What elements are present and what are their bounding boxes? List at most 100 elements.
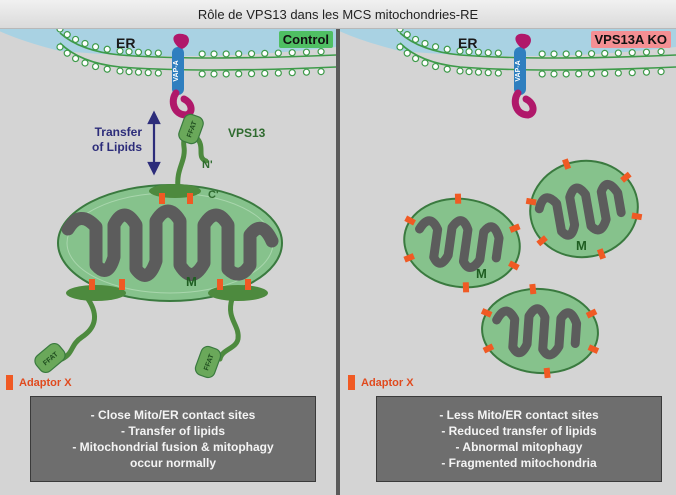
adaptor-x-marks (89, 193, 251, 290)
adaptor-x-mark (529, 283, 537, 295)
adaptor-x-mark (245, 279, 251, 290)
lipid-head (642, 68, 651, 76)
lipid-head (56, 29, 64, 33)
lipid-head (575, 50, 583, 58)
er-label: ER (116, 35, 136, 51)
lipid-head (71, 35, 80, 44)
adaptor-x-mark (525, 197, 537, 206)
lipid-head (274, 69, 282, 77)
lipid-head (403, 49, 411, 57)
window-title: Rôle de VPS13 dans les MCS mitochondries… (197, 6, 479, 22)
vapa-label: VAP-A (515, 60, 522, 81)
adaptor-x-mark (404, 215, 416, 226)
adaptor-x-mark (509, 223, 521, 233)
lipid-head (261, 49, 269, 58)
cristae (492, 304, 582, 360)
mitochondrion-label: M (476, 266, 487, 281)
lipid-head (614, 69, 622, 77)
lipid-head (288, 69, 296, 77)
lipid-head (575, 70, 583, 78)
lipid-head (538, 70, 546, 78)
mitochondrion-label: M (186, 274, 197, 289)
lipid-head (63, 49, 71, 57)
c-terminus-label: C' (208, 189, 219, 201)
summary-line: - Close Mito/ER contact sites (90, 408, 256, 422)
lipid-head (63, 31, 71, 39)
vps13-chain-bottom-right (217, 296, 241, 362)
adaptor-x-mark (508, 260, 520, 271)
adaptor-legend: Adaptor X (348, 375, 414, 390)
vps13-chain-bottom-left (59, 296, 98, 362)
lipid-head (421, 59, 429, 67)
mitochondrion-label: M (576, 238, 587, 253)
lipid-head (134, 48, 143, 56)
adaptor-swatch (6, 375, 13, 390)
lipid-head (91, 43, 100, 51)
vapa-protein: VAP-A (169, 33, 195, 119)
lipid-head (628, 69, 636, 77)
panel-divider (336, 29, 340, 495)
summary-line: - Mitochondrial fusion & mitophagy (72, 440, 274, 454)
summary-box: - Close Mito/ER contact sites - Transfer… (30, 396, 316, 482)
vps13-contact-bottom-left (66, 285, 126, 301)
mitochondrion (57, 184, 283, 302)
summary-line: - Fragmented mitochondria (441, 456, 597, 470)
lipid-head (657, 48, 665, 56)
lipid-head (81, 59, 89, 67)
lipid-head (144, 69, 152, 77)
cristae (61, 204, 279, 282)
lipid-head (247, 50, 256, 58)
mitochondrion-fragment (480, 283, 600, 379)
lipid-head (587, 70, 596, 78)
lipid-head (198, 50, 206, 58)
lipid-head (431, 43, 440, 51)
window-title-bar: Rôle de VPS13 dans les MCS mitochondries… (0, 0, 676, 29)
lipid-head (317, 48, 325, 56)
n-terminus-label: N' (202, 159, 213, 171)
adaptor-x-mark (480, 308, 493, 318)
adaptor-x-mark (119, 279, 125, 290)
er-label: ER (458, 35, 478, 51)
lipid-head (274, 49, 282, 57)
lipid-head (81, 39, 89, 48)
transfer-label: Transfer of Lipids (92, 125, 142, 155)
adaptor-x-mark (631, 212, 643, 221)
lipid-head (154, 69, 162, 77)
lipid-head (538, 50, 546, 58)
lipid-head (71, 54, 80, 63)
adaptor-x-mark (217, 279, 223, 290)
mitochondrion-fragment (403, 193, 521, 293)
adaptor-x-mark (454, 193, 462, 204)
vps13-contact-top (149, 184, 201, 198)
lipid-head (103, 45, 111, 53)
lipid-transfer-arrow (147, 110, 161, 176)
control-diagram: VAP-A FFAT FFAT (0, 29, 336, 379)
adaptor-x-mark (482, 343, 495, 354)
lipid-head (443, 45, 451, 53)
lipid-head (261, 69, 269, 78)
lipid-head (134, 68, 143, 76)
lipid-head (154, 49, 162, 57)
transfer-label-line2: of Lipids (92, 140, 142, 154)
lipid-head (411, 54, 420, 63)
adaptor-x-mark (159, 193, 165, 204)
mitochondrion-fragment (525, 158, 643, 260)
lipid-head (288, 49, 296, 57)
adaptor-legend-label: Adaptor X (361, 376, 414, 389)
lipid-head (210, 50, 218, 58)
transfer-label-line1: Transfer (94, 125, 142, 139)
lipid-head (474, 68, 483, 76)
summary-box: - Less Mito/ER contact sites - Reduced t… (376, 396, 662, 482)
lipid-head (550, 70, 558, 78)
adaptor-x-mark (403, 253, 415, 263)
lipid-head (56, 43, 64, 51)
adaptor-x-mark (562, 158, 572, 170)
cristae (415, 216, 504, 272)
lipid-head (125, 48, 133, 56)
er-membrane (399, 32, 676, 71)
vapa-label: VAP-A (173, 60, 180, 81)
ffat-motif: FFAT (178, 113, 204, 145)
lipid-head (317, 68, 325, 76)
lipid-head (247, 70, 256, 78)
lipid-head (116, 67, 124, 75)
